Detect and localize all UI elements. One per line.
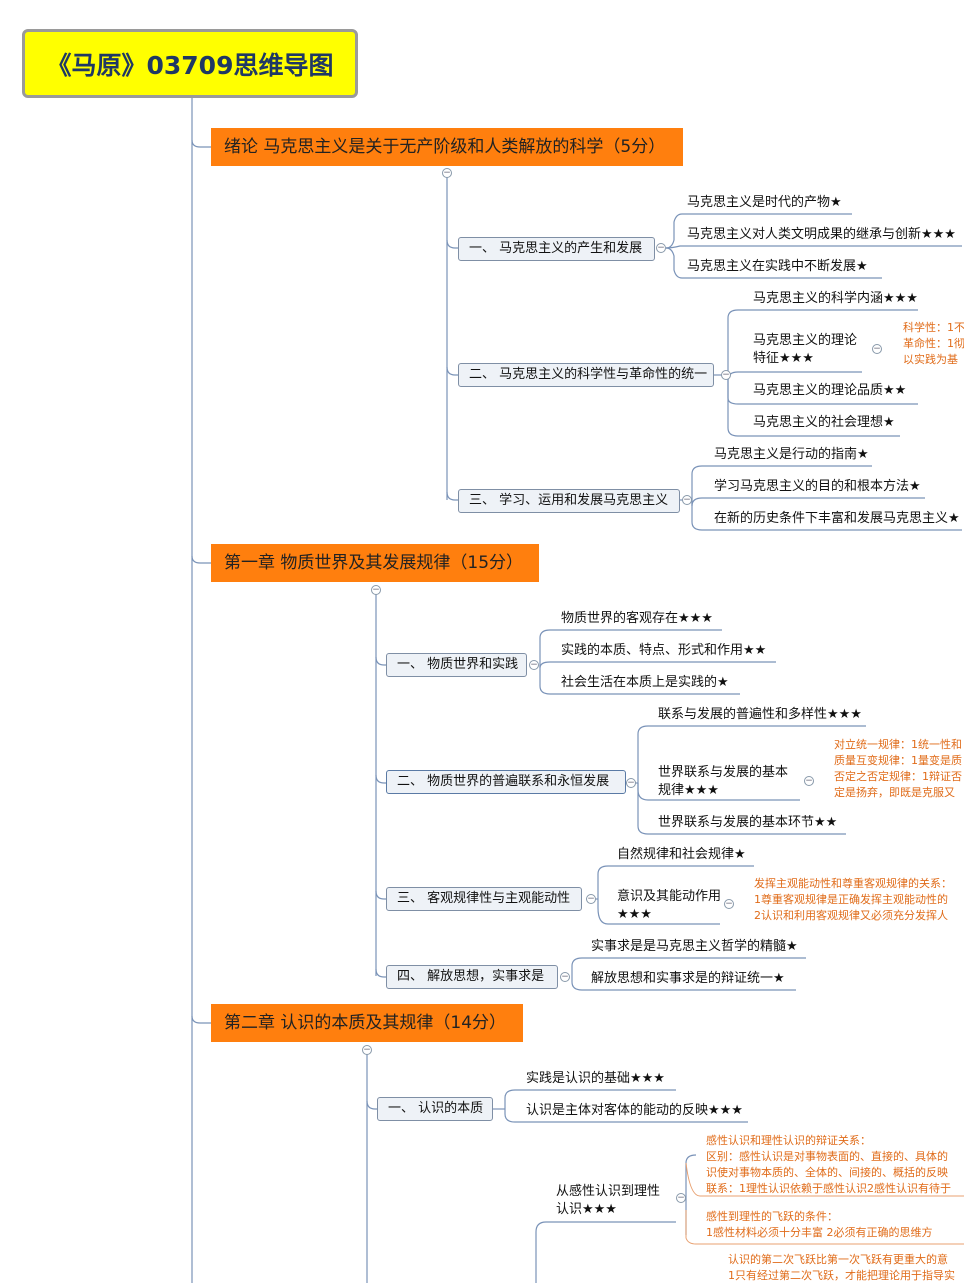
section-label: 三、 客观规律性与主观能动性 [397,891,571,906]
note-line: 区别：感性认识是对事物表面的、直接的、具体的 [706,1150,948,1163]
note-line: 联系：1理性认识依赖于感性认识2感性认识有待于 [706,1182,951,1195]
note-box: 感性认识和理性认识的辩证关系： 区别：感性认识是对事物表面的、直接的、具体的 识… [706,1133,964,1197]
section-label: 四、 解放思想，实事求是 [397,969,545,984]
note-line: 感性认识和理性认识的辩证关系： [706,1134,871,1147]
leaf-item[interactable]: 学习马克思主义的目的和根本方法★ [714,479,921,494]
collapse-toggle-icon[interactable]: − [362,1045,372,1055]
section-ch1-2[interactable]: 二、 物质世界的普遍联系和永恒发展 [386,770,626,794]
note-box: 感性到理性的飞跃的条件： 1感性材料必须十分丰富 2必须有正确的思维方 [706,1209,964,1241]
collapse-toggle-icon[interactable]: − [724,899,734,909]
collapse-toggle-icon[interactable]: − [371,585,381,595]
collapse-toggle-icon[interactable]: − [586,894,596,904]
note-box: 对立统一规律：1统一性和 质量互变规律：1量变是质 否定之否定规律：1辩证否 定… [834,737,964,801]
leaf-item[interactable]: 物质世界的客观存在★★★ [561,611,713,626]
note-line: 1感性材料必须十分丰富 2必须有正确的思维方 [706,1226,933,1239]
chapter-title: 第一章 物质世界及其发展规律（15分） [224,553,524,573]
section-label: 一、 认识的本质 [388,1101,484,1116]
section-ch2-1[interactable]: 一、 认识的本质 [377,1097,493,1121]
leaf-item[interactable]: 认识是主体对客体的能动的反映★★★ [526,1103,743,1118]
note-line: 发挥主观能动性和尊重客观规律的关系： [754,877,952,890]
collapse-toggle-icon[interactable]: − [676,1193,686,1203]
section-intro-1[interactable]: 一、 马克思主义的产生和发展 [458,237,655,261]
leaf-item[interactable]: 自然规律和社会规律★ [617,847,746,862]
leaf-item[interactable]: 世界联系与发展的基本规律★★★ [658,765,789,798]
leaf-item[interactable]: 马克思主义是行动的指南★ [714,447,869,462]
collapse-toggle-icon[interactable]: − [804,776,814,786]
leaf-item[interactable]: 马克思主义的科学内涵★★★ [753,291,918,306]
chapter-title: 绪论 马克思主义是关于无产阶级和人类解放的科学（5分） [224,137,666,157]
section-intro-3[interactable]: 三、 学习、运用和发展马克思主义 [458,489,680,513]
leaf-item[interactable]: 马克思主义对人类文明成果的继承与创新★★★ [687,227,956,242]
note-line: 1只有经过第二次飞跃，才能把理论用于指导实 [728,1269,955,1282]
note-line: 1尊重客观规律是正确发挥主观能动性的 [754,893,948,906]
note-line: 革命性：1彻 [903,337,964,350]
note-line: 否定之否定规律：1辩证否 [834,770,962,783]
section-ch1-4[interactable]: 四、 解放思想，实事求是 [386,965,558,989]
leaf-item[interactable]: 马克思主义的社会理想★ [753,415,895,430]
chapter-intro[interactable]: 绪论 马克思主义是关于无产阶级和人类解放的科学（5分） [211,128,683,166]
note-line: 2认识和利用客观规律又必须充分发挥人 [754,909,948,922]
section-intro-2[interactable]: 二、 马克思主义的科学性与革命性的统一 [458,363,714,387]
note-line: 以实践为基 [903,353,958,366]
leaf-item[interactable]: 从感性认识到理性认识★★★ [556,1184,661,1217]
note-line: 感性到理性的飞跃的条件： [706,1210,838,1223]
note-line: 对立统一规律：1统一性和 [834,738,962,751]
leaf-item[interactable]: 实事求是是马克思主义哲学的精髓★ [591,939,798,954]
note-line: 认识的第二次飞跃比第一次飞跃有更重大的意 [728,1253,948,1266]
leaf-item[interactable]: 实践的本质、特点、形式和作用★★ [561,643,767,658]
note-line: 识使对事物本质的、全体的、间接的、概括的反映 [706,1166,948,1179]
section-label: 一、 马克思主义的产生和发展 [469,241,643,256]
leaf-item[interactable]: 在新的历史条件下丰富和发展马克思主义★ [714,511,960,526]
section-label: 二、 马克思主义的科学性与革命性的统一 [469,367,708,382]
collapse-toggle-icon[interactable]: − [560,972,570,982]
leaf-item[interactable]: 社会生活在本质上是实践的★ [561,675,729,690]
leaf-item[interactable]: 意识及其能动作用★★★ [617,889,722,922]
note-line: 定是扬弃，即既是克服又 [834,786,955,799]
leaf-item[interactable]: 马克思主义在实践中不断发展★ [687,259,868,274]
root-topic[interactable]: 《马原》03709思维导图 [22,29,358,98]
leaf-item[interactable]: 马克思主义的理论特征★★★ [753,333,858,366]
collapse-toggle-icon[interactable]: − [721,370,731,380]
leaf-item[interactable]: 实践是认识的基础★★★ [526,1071,665,1086]
collapse-toggle-icon[interactable]: − [626,778,636,788]
chapter-2[interactable]: 第二章 认识的本质及其规律（14分） [211,1004,523,1042]
section-label: 二、 物质世界的普遍联系和永恒发展 [397,774,610,789]
chapter-1[interactable]: 第一章 物质世界及其发展规律（15分） [211,544,539,582]
collapse-toggle-icon[interactable]: − [682,495,692,505]
note-box: 科学性：1不 革命性：1彻 以实践为基 [903,320,964,368]
section-label: 一、 物质世界和实践 [397,657,519,672]
note-box: 认识的第二次飞跃比第一次飞跃有更重大的意 1只有经过第二次飞跃，才能把理论用于指… [728,1252,964,1284]
collapse-toggle-icon[interactable]: − [529,660,539,670]
note-box: 发挥主观能动性和尊重客观规律的关系： 1尊重客观规律是正确发挥主观能动性的 2认… [754,876,964,924]
note-line: 科学性：1不 [903,321,964,334]
section-ch1-1[interactable]: 一、 物质世界和实践 [386,653,527,677]
leaf-item[interactable]: 世界联系与发展的基本环节★★ [658,815,838,830]
note-line: 质量互变规律：1量变是质 [834,754,962,767]
collapse-toggle-icon[interactable]: − [656,243,666,253]
section-ch1-3[interactable]: 三、 客观规律性与主观能动性 [386,887,582,911]
leaf-item[interactable]: 解放思想和实事求是的辩证统一★ [591,971,785,986]
root-title: 《马原》03709思维导图 [46,50,334,80]
section-label: 三、 学习、运用和发展马克思主义 [469,493,669,508]
leaf-item[interactable]: 马克思主义的理论品质★★ [753,383,907,398]
leaf-item[interactable]: 联系与发展的普遍性和多样性★★★ [658,707,862,722]
leaf-item[interactable]: 马克思主义是时代的产物★ [687,195,842,210]
collapse-toggle-icon[interactable]: − [872,344,882,354]
collapse-toggle-icon[interactable]: − [442,168,452,178]
chapter-title: 第二章 认识的本质及其规律（14分） [224,1013,507,1033]
